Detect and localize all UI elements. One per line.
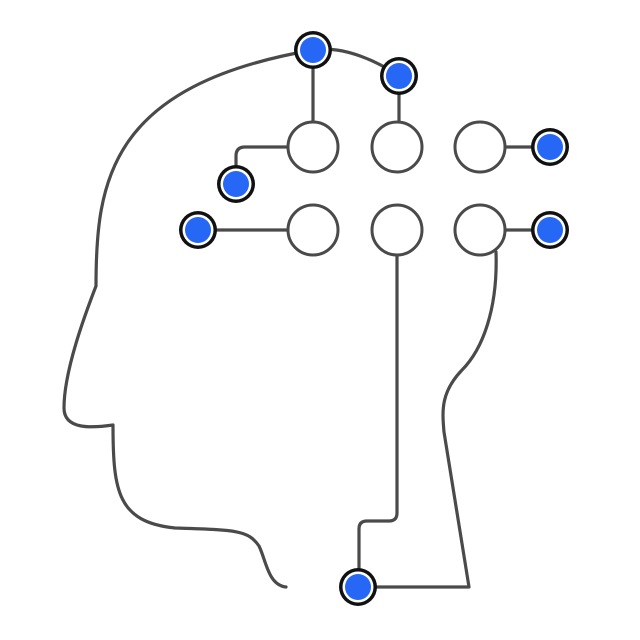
head-back-outline [356,250,498,589]
circuit-node-icon [339,568,377,606]
node-group [179,31,569,606]
circuit-node-icon [217,165,255,203]
circuit-socket-icon [286,120,340,174]
circuit-socket-icon [370,203,424,257]
circuit-socket-icon [286,203,340,257]
circuit-node-icon [531,211,569,249]
socket-grid [286,120,507,257]
circuit-socket-icon [453,203,507,257]
circuit-socket-icon [453,120,507,174]
wire-spine [357,254,399,589]
wire-left-upper [234,145,290,186]
circuit-node-icon [531,128,569,166]
circuit-node-icon [294,31,332,69]
circuit-node-icon [179,211,217,249]
head-profile-icon [62,47,401,589]
circuit-node-icon [380,57,418,95]
circuit-socket-icon [370,120,424,174]
